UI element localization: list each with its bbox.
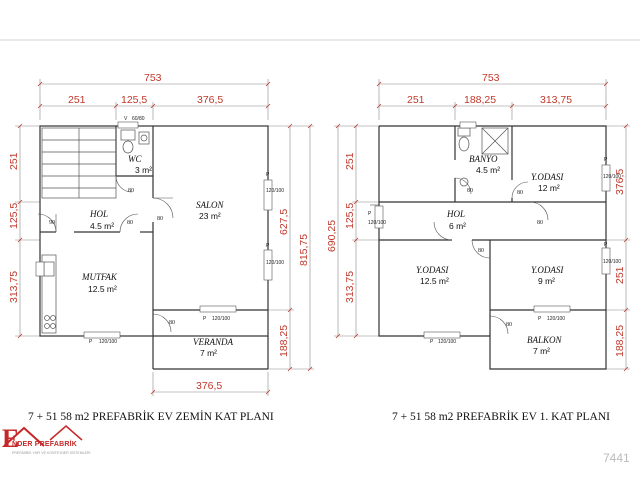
room-name-salon: SALON <box>196 200 225 210</box>
door-wc: 80 <box>128 188 134 194</box>
room-name-balkon: BALKON <box>527 335 563 345</box>
dim-w1: 251 <box>68 94 86 106</box>
door-veranda: 80 <box>169 320 175 326</box>
room-area-veranda: 7 m² <box>200 348 217 358</box>
room-area-yodasi3: 9 m² <box>538 276 555 286</box>
room-area-hol: 4.5 m² <box>90 221 114 231</box>
dim-right-lower: 188,25 <box>278 325 290 357</box>
window-size: 120/100 <box>438 339 456 345</box>
door-hol: 80 <box>537 220 543 226</box>
room-name-yodasi3: Y.ODASI <box>531 265 564 275</box>
room-name-wc: WC <box>128 154 142 164</box>
room-area-yodasi1: 12 m² <box>538 183 560 193</box>
window-size: 120/100 <box>99 339 117 345</box>
window-v-label: V <box>124 116 128 122</box>
window-label: P <box>604 157 608 163</box>
room-name-yodasi2: Y.ODASI <box>416 265 449 275</box>
room-area-balkon: 7 m² <box>533 346 550 356</box>
window-size: 120/100 <box>368 220 386 226</box>
dim-w1: 251 <box>407 94 425 106</box>
dim-left-bottom: 313,75 <box>344 271 356 303</box>
dim-left-mid: 125,5 <box>8 203 20 229</box>
window-size: 120/100 <box>603 259 621 265</box>
window-label: P <box>430 339 434 345</box>
room-area-hol: 6 m² <box>449 221 466 231</box>
dim-left-outer: 690,25 <box>326 220 338 252</box>
brand-tagline: PREFABRİK YAPI VE KONTEYNER SİSTEMLERİ <box>12 451 91 455</box>
door-yodasi1: 80 <box>517 190 523 196</box>
window-label: P <box>203 316 207 322</box>
watermark: 7441 <box>603 451 630 465</box>
room-name-mutfak: MUTFAK <box>81 272 118 282</box>
dim-left-mid: 125,5 <box>344 203 356 229</box>
dim-right-bottom: 188,25 <box>614 325 626 357</box>
dim-left-top: 251 <box>344 152 356 170</box>
brand-name: NDER PREFABRİK <box>12 441 78 448</box>
dim-w3: 313,75 <box>540 94 572 106</box>
window-label: P <box>604 242 608 248</box>
dim-bottom: 376,5 <box>196 380 222 392</box>
window-label: P <box>266 243 270 249</box>
door-mutfak: 80 <box>127 220 133 226</box>
room-area-salon: 23 m² <box>199 211 221 221</box>
dim-total-width: 753 <box>144 72 162 84</box>
room-name-banyo: BANYO <box>469 154 498 164</box>
first-floor-plan: 753 251 188,25 313,75 690,25 251 125,5 3… <box>326 72 630 372</box>
window-label: P <box>368 211 372 217</box>
window-label: P <box>266 172 270 178</box>
dim-right-outer: 815,75 <box>298 234 310 266</box>
dim-right-mid: 251 <box>614 266 626 284</box>
room-name-hol: HOL <box>446 209 465 219</box>
dim-right-top: 376,5 <box>614 169 626 195</box>
window-label: P <box>89 339 93 345</box>
window-size: 120/100 <box>266 260 284 266</box>
company-logo: E <box>2 424 83 453</box>
window-size: 120/100 <box>212 316 230 322</box>
dim-left-top: 251 <box>8 152 20 170</box>
dim-w2: 125,5 <box>121 94 147 106</box>
room-name-veranda: VERANDA <box>193 337 233 347</box>
dim-total-width: 753 <box>482 72 500 84</box>
window-v-size: 60/80 <box>132 116 145 122</box>
door-salon: 80 <box>157 216 163 222</box>
room-area-wc: 3 m² <box>135 165 152 175</box>
room-name-yodasi1: Y.ODASI <box>531 172 564 182</box>
svg-text:E: E <box>2 424 19 453</box>
dim-left-bottom: 313,75 <box>8 271 20 303</box>
ground-floor-caption: 7 + 51 58 m2 PREFABRİK EV ZEMİN KAT PLAN… <box>28 411 274 423</box>
door-hol: 90 <box>49 220 55 226</box>
ground-floor-plan: 753 251 125,5 376,5 376,5 251 125,5 313,… <box>8 72 314 396</box>
dim-w3: 376,5 <box>197 94 223 106</box>
window-size: 120/100 <box>603 174 621 180</box>
dim-w2: 188,25 <box>464 94 496 106</box>
window-label: P <box>538 316 542 322</box>
door-yodasi3: 80 <box>478 248 484 254</box>
room-area-yodasi2: 12.5 m² <box>420 276 449 286</box>
door-banyo: 80 <box>467 188 473 194</box>
room-area-mutfak: 12.5 m² <box>88 284 117 294</box>
door-balkon: 80 <box>506 322 512 328</box>
room-name-hol: HOL <box>89 209 108 219</box>
first-floor-caption: 7 + 51 58 m2 PREFABRİK EV 1. KAT PLANI <box>392 411 610 423</box>
window-size: 120/100 <box>547 316 565 322</box>
window-size: 120/100 <box>266 188 284 194</box>
dim-right-upper: 627,5 <box>278 209 290 235</box>
room-area-banyo: 4.5 m² <box>476 165 500 175</box>
